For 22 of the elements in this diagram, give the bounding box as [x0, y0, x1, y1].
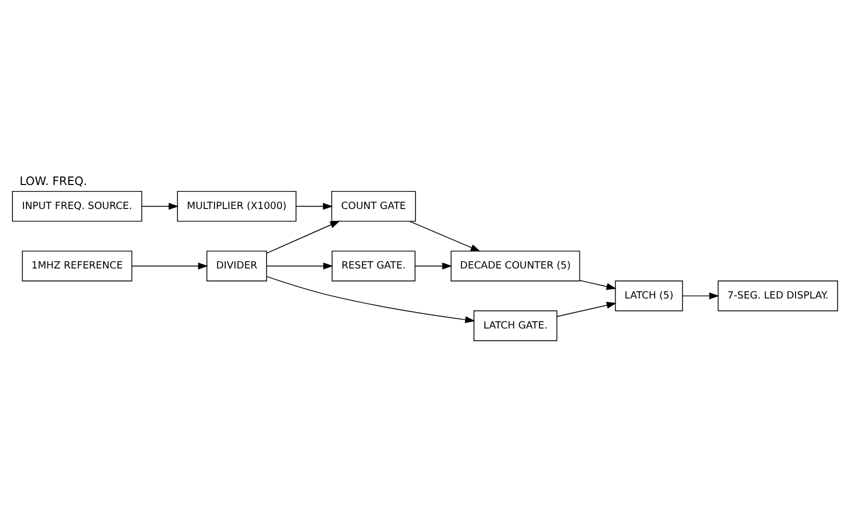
node-box: MULTIPLIER (X1000)	[177, 190, 296, 222]
diagram-title: LOW. FREQ.	[20, 174, 88, 188]
node-box: DECADE COUNTER (5)	[450, 250, 580, 282]
arrow	[556, 302, 617, 317]
arrow	[266, 276, 476, 324]
arrow	[266, 262, 334, 270]
arrow	[142, 202, 179, 210]
arrow	[579, 280, 616, 290]
arrow	[131, 262, 208, 270]
node-box: LATCH GATE.	[474, 310, 558, 342]
node-box: 1MHZ REFERENCE	[22, 250, 132, 282]
node-box: 7-SEG. LED DISPLAY.	[718, 280, 838, 312]
arrow	[682, 292, 720, 300]
arrow	[296, 202, 333, 210]
node-box: LATCH (5)	[614, 280, 683, 312]
node-box: DIVIDER	[206, 250, 267, 282]
node-box: COUNT GATE	[331, 190, 416, 222]
node-box: RESET GATE.	[332, 250, 416, 282]
arrow	[409, 220, 481, 252]
arrow	[266, 220, 340, 254]
arrow	[414, 262, 452, 270]
node-box: INPUT FREQ. SOURCE.	[12, 190, 142, 222]
